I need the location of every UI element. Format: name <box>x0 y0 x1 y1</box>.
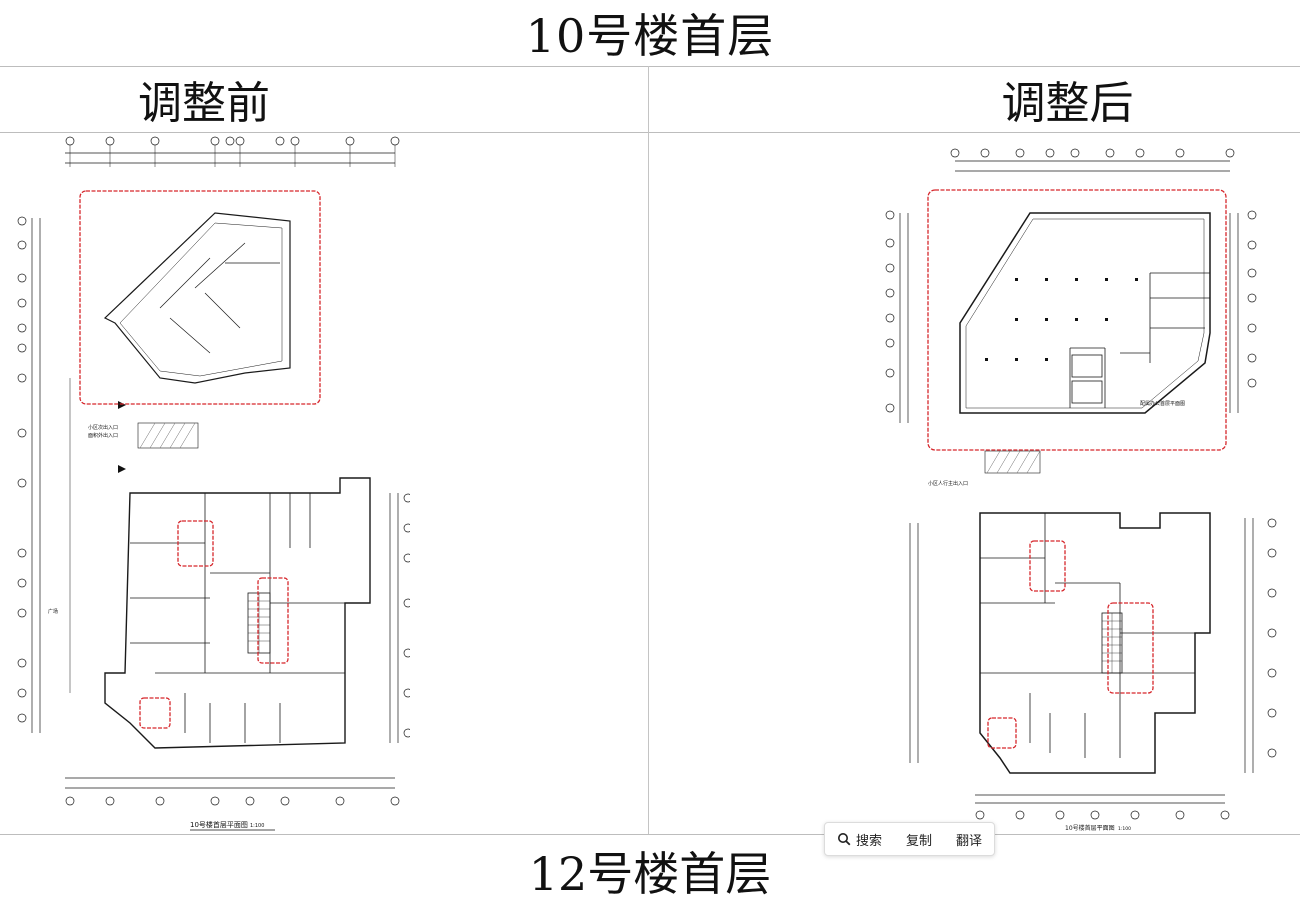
label-entrance2: 面积外出入口 <box>88 432 118 439</box>
floor-plan-before: 小区次出入口 面积外出入口 广场 10号楼首层平面图 1:100 <box>17 136 410 831</box>
header-before: 调整前 <box>0 66 648 132</box>
header-after: 调整后 <box>649 66 1300 132</box>
header-before-label: 调整前 <box>138 78 270 129</box>
next-section-title: 12号楼首层 <box>528 847 772 901</box>
copy-button[interactable]: 复制 <box>894 823 944 855</box>
floor-plan-after: 小区人行主出入口 配属办公首层平面图 10号楼首层平面图 1:100 <box>885 148 1277 832</box>
plan-after-scale: 1:100 <box>1118 826 1131 832</box>
office-plan-caption: 配属办公首层平面图 <box>1140 400 1185 407</box>
plan-before-caption: 10号楼首层平面图 <box>190 820 248 829</box>
copy-label: 复制 <box>906 833 933 849</box>
label-entrance1: 小区次出入口 <box>88 424 118 431</box>
header-after-label: 调整后 <box>1001 78 1134 129</box>
column-divider <box>648 66 649 834</box>
plan-after-caption: 10号楼首层平面图 <box>1065 824 1115 832</box>
main-title: 10号楼首层 <box>525 9 775 63</box>
search-label: 搜索 <box>856 833 883 849</box>
label-main-entrance: 小区人行主出入口 <box>928 480 968 487</box>
main-title-row: 10号楼首层 <box>0 0 1300 67</box>
search-button[interactable]: 搜索 <box>825 823 894 855</box>
search-icon <box>838 833 851 846</box>
translate-label: 翻译 <box>956 833 983 849</box>
label-plaza: 广场 <box>48 608 58 615</box>
text-selection-toolbar: 搜索 复制 翻译 <box>824 822 996 856</box>
translate-button[interactable]: 翻译 <box>944 823 994 855</box>
section-divider <box>0 834 1300 835</box>
plan-before-scale: 1:100 <box>250 823 264 829</box>
column-header-row: 调整前 调整后 <box>0 66 1300 133</box>
